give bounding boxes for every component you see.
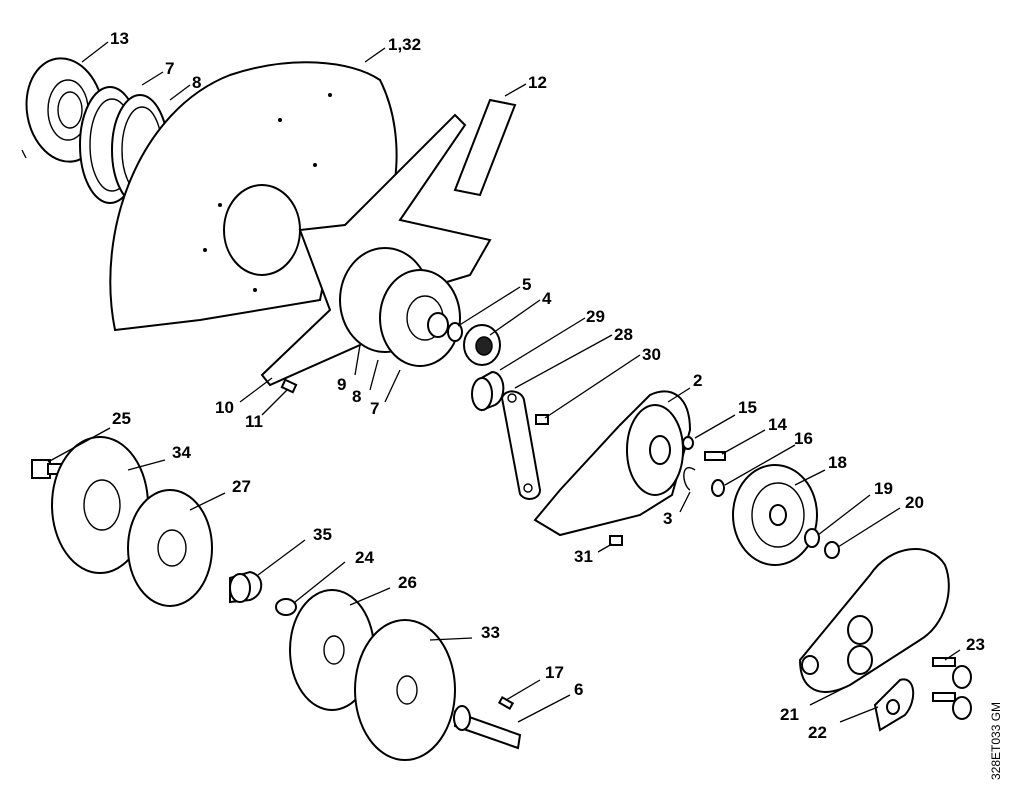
label-17: 17	[545, 663, 564, 682]
part-18-pulley	[732, 464, 818, 566]
label-16: 16	[794, 429, 813, 448]
label-21: 21	[780, 705, 799, 724]
part-5-washer	[447, 322, 463, 342]
label-24: 24	[355, 548, 374, 567]
label-2: 2	[693, 371, 702, 390]
label-31: 31	[574, 547, 593, 566]
label-30: 30	[642, 345, 661, 364]
part-14-bolt	[704, 451, 726, 461]
label-8b: 8	[352, 387, 361, 406]
label-27: 27	[232, 477, 251, 496]
leader-lines	[47, 41, 961, 723]
part-19-washer	[804, 528, 820, 548]
label-5: 5	[522, 275, 531, 294]
label-7b: 7	[370, 399, 379, 418]
part-33-disc	[354, 619, 456, 761]
label-1-32: 1,32	[388, 35, 421, 54]
label-22: 22	[808, 723, 827, 742]
part-2-tensioner-plate	[533, 390, 692, 537]
label-10: 10	[215, 398, 234, 417]
part-22-plate	[873, 678, 915, 732]
label-29: 29	[586, 307, 605, 326]
part-pulley-assembly	[339, 247, 461, 367]
part-31-screw	[609, 535, 623, 546]
part-29-roller	[471, 370, 505, 412]
part-labels: 13 7 8 1,32 12 5 4 29 28 30 9 8 7 10 11 …	[110, 29, 985, 742]
part-11-screw	[280, 378, 298, 394]
part-28-lever	[500, 390, 542, 500]
label-4: 4	[542, 289, 552, 308]
part-3-circlip	[683, 467, 696, 491]
label-8a: 8	[192, 73, 201, 92]
label-14: 14	[768, 415, 787, 434]
drawing-code: 328ET033 GM	[989, 702, 1003, 780]
part-12-pad	[453, 98, 517, 197]
label-11: 11	[245, 412, 263, 431]
part-23-screws	[932, 657, 972, 720]
label-28: 28	[614, 325, 633, 344]
part-30-screw	[535, 414, 549, 425]
part-17-key	[497, 696, 515, 710]
part-21-belt-cover	[798, 548, 950, 693]
label-35: 35	[313, 525, 332, 544]
part-24-ring	[275, 598, 297, 616]
part-27-flange	[127, 489, 213, 607]
part-35-bushing	[229, 570, 263, 604]
label-3: 3	[663, 509, 672, 528]
label-20: 20	[905, 493, 924, 512]
label-34: 34	[172, 443, 191, 462]
label-6: 6	[574, 680, 583, 699]
part-6-shaft	[453, 705, 522, 750]
label-9: 9	[337, 375, 346, 394]
label-23: 23	[966, 635, 985, 654]
label-18: 18	[828, 453, 847, 472]
label-7a: 7	[165, 59, 174, 78]
part-15-washer	[682, 436, 694, 450]
label-13: 13	[110, 29, 129, 48]
part-16-washer	[711, 479, 725, 497]
label-33: 33	[481, 623, 500, 642]
label-19: 19	[874, 479, 893, 498]
label-15: 15	[738, 398, 757, 417]
label-25: 25	[112, 409, 131, 428]
label-12: 12	[528, 73, 547, 92]
part-20-nut	[824, 541, 840, 559]
label-26: 26	[398, 573, 417, 592]
